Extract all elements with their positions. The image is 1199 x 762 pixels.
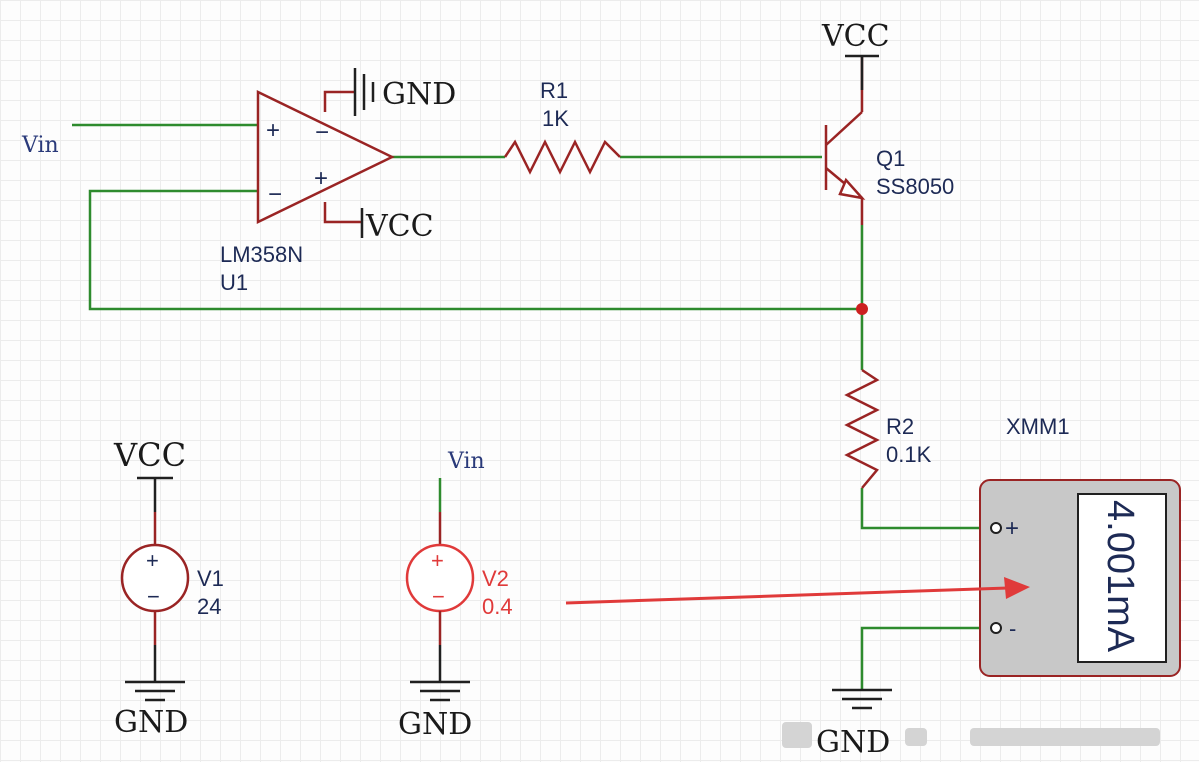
meter-reading: 4.001mA [1099,500,1141,653]
wire-feedback [88,189,862,311]
gnd-symbol-meter: GND [816,688,892,760]
v1-plus: + [146,548,159,573]
opamp-plus-sign-bottom: + [314,165,328,192]
voltage-source-v1[interactable]: VCC + − GND V1 24 [113,436,224,740]
resistor-r1[interactable]: R1 1K [503,78,621,175]
v1-gnd-label: GND [114,705,188,740]
opamp-gnd-pin [323,90,355,112]
wire-meter-minus-to-gnd [860,626,990,690]
q1-emitter-arrow [838,177,866,200]
multimeter-xmm1[interactable]: XMM1 4.001mA + - [979,414,1181,677]
r1-ref-label: R1 [540,78,568,103]
q1-collector-leg [825,111,863,146]
v1-ref-label: V1 [197,566,224,591]
meter-plus-label: + [1005,515,1019,542]
opamp-ref-label: U1 [220,270,248,295]
r2-zigzag [844,368,880,489]
gnd-symbol-top: GND [353,68,456,116]
r1-value-label: 1K [542,106,569,131]
v2-vin-label: Vin [447,449,485,474]
voltage-source-v2[interactable]: Vin + − GND V2 0.4 [398,449,513,742]
r2-ref-label: R2 [886,414,914,439]
vcc-opamp-label: VCC [365,209,434,244]
opamp-model-label: LM358N [220,242,303,267]
watermark-blur [782,722,1160,748]
meter-display [1077,493,1167,663]
vcc-top-label: VCC [821,19,890,54]
opamp-vcc-pin [323,202,362,224]
meter-ref-label: XMM1 [1006,414,1070,439]
q1-ref-label: Q1 [876,146,905,171]
v2-value-label: 0.4 [482,594,513,619]
opamp-minus-sign: − [268,181,282,208]
v2-minus: − [432,584,445,609]
opamp-plus-sign: + [266,117,280,144]
gnd-top-label: GND [382,77,456,112]
resistor-r2[interactable]: R2 0.1K [844,368,932,489]
v1-minus: − [147,584,160,609]
vcc-symbol-top: VCC [821,19,890,90]
meter-plus-terminal[interactable] [990,522,1002,534]
opamp-minus-sign-top: − [315,119,329,146]
vin-input-label: Vin [21,133,59,158]
wire-r2-to-meter-plus [860,488,990,530]
vcc-symbol-opamp: VCC [360,208,434,244]
v2-ref-label: V2 [482,566,509,591]
r2-value-label: 0.1K [886,442,932,467]
gnd-meter-label: GND [816,725,890,760]
annotation-arrow [565,577,1030,605]
wires [72,123,990,690]
opamp-u1[interactable]: + − − + LM358N U1 [220,90,395,295]
v1-value-label: 24 [197,594,221,619]
transistor-q1[interactable]: Q1 SS8050 [824,56,954,225]
v2-gnd-label: GND [398,707,472,742]
meter-minus-label: - [1009,616,1016,641]
meter-minus-terminal[interactable] [990,622,1002,634]
q1-model-label: SS8050 [876,174,954,199]
r1-zigzag [503,139,621,175]
v1-vcc-label: VCC [113,436,186,474]
junction-dot [856,303,868,315]
v2-plus: + [431,548,444,573]
opamp-triangle [256,90,395,224]
